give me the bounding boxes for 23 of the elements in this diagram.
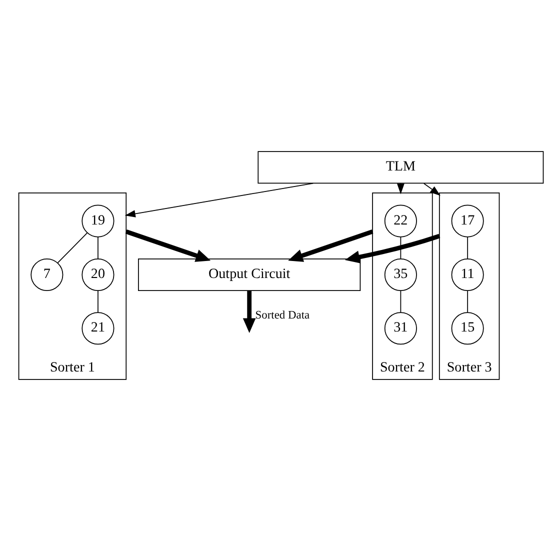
node-circle: 31 <box>384 312 417 344</box>
node-circle: 20 <box>82 258 114 290</box>
node-circle: 35 <box>384 258 417 290</box>
node-circle: 7 <box>30 258 64 290</box>
node-circle: 21 <box>82 312 114 344</box>
node-box: Output Circuit <box>138 258 361 290</box>
connector <box>467 236 468 259</box>
arrow <box>344 233 440 263</box>
node-circle: 19 <box>82 204 114 237</box>
connector <box>467 290 468 312</box>
arrow <box>423 182 440 196</box>
connector <box>400 290 402 312</box>
edge-label: Sorted Data <box>255 308 310 321</box>
arrow <box>125 229 211 262</box>
node-circle: 15 <box>451 312 484 344</box>
node-circle: 17 <box>451 204 484 237</box>
arrow <box>288 229 374 262</box>
node-circle: 11 <box>451 258 484 290</box>
arrow <box>124 182 314 217</box>
node-circle: 22 <box>384 204 417 237</box>
connector <box>57 232 88 263</box>
connector <box>400 236 402 259</box>
arrow <box>242 290 256 332</box>
